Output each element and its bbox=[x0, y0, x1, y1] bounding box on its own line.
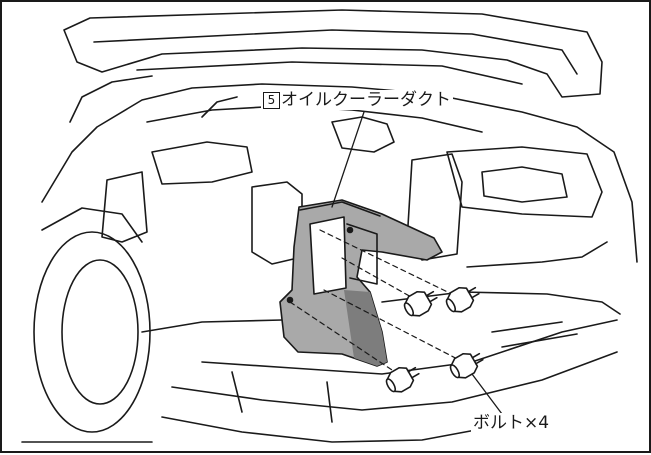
guide-lines bbox=[289, 229, 468, 379]
bolt-2 bbox=[445, 286, 480, 313]
hood-outline bbox=[63, 9, 603, 98]
oil-cooler-duct bbox=[279, 199, 443, 367]
part-number-badge: 5 bbox=[263, 92, 280, 109]
bolt-callout: ボルト×4 bbox=[471, 413, 552, 433]
bolts bbox=[385, 286, 484, 393]
oil-cooler-duct-label: オイルクーラーダクト bbox=[281, 90, 451, 110]
leader-lines bbox=[331, 111, 503, 415]
bolt-1 bbox=[403, 290, 438, 317]
front-wheel bbox=[21, 207, 153, 443]
bolt-4 bbox=[449, 352, 484, 379]
front-bumper bbox=[141, 291, 621, 443]
bolt-3 bbox=[385, 366, 420, 393]
